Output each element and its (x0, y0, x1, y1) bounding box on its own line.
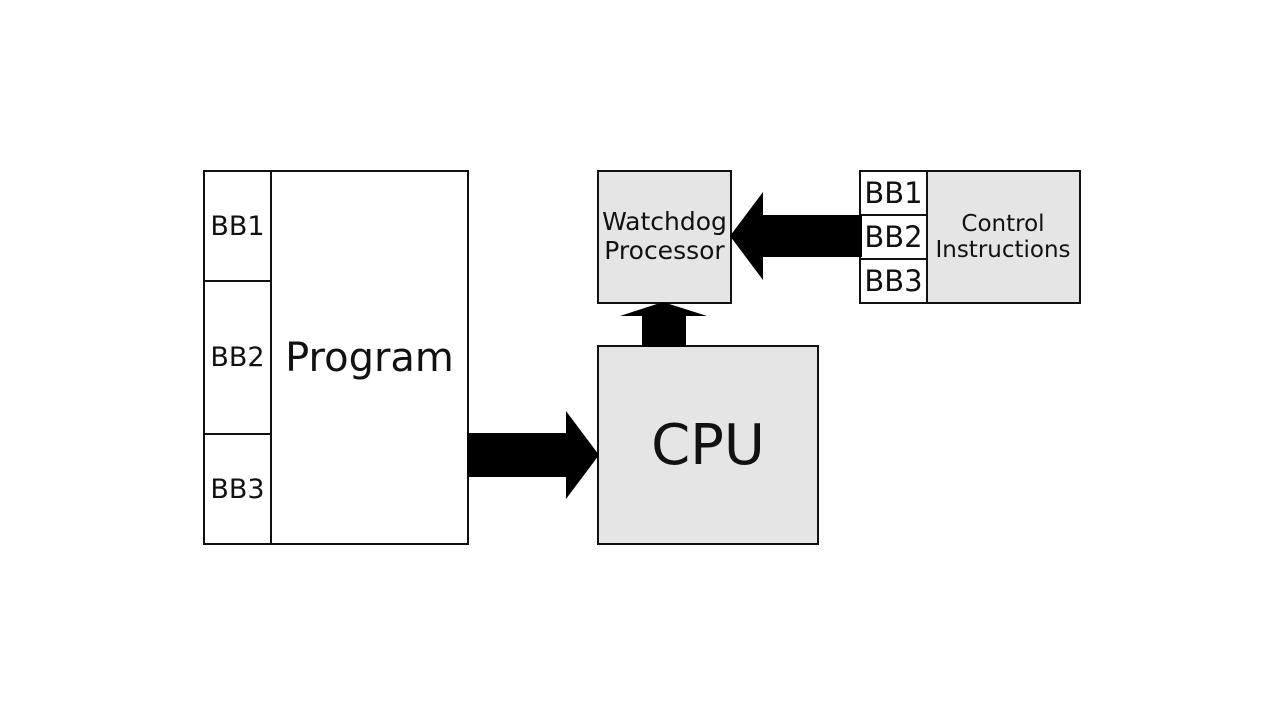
control-to-watchdog-arrow (730, 192, 862, 280)
program-to-cpu-arrow (467, 411, 599, 499)
control-bb2-block: BB2 (859, 214, 928, 260)
control-bb3-block: BB3 (859, 258, 928, 304)
program-label: Program (285, 335, 454, 381)
watchdog-processor-box: Watchdog Processor (597, 170, 732, 304)
program-bb2-block: BB2 (203, 280, 272, 435)
cpu-to-watchdog-arrow (620, 302, 707, 347)
control-bb1-block: BB1 (859, 170, 928, 216)
program-bb3-block: BB3 (203, 433, 272, 545)
cpu-box: CPU (597, 345, 819, 545)
program-bb1-block: BB1 (203, 170, 272, 282)
